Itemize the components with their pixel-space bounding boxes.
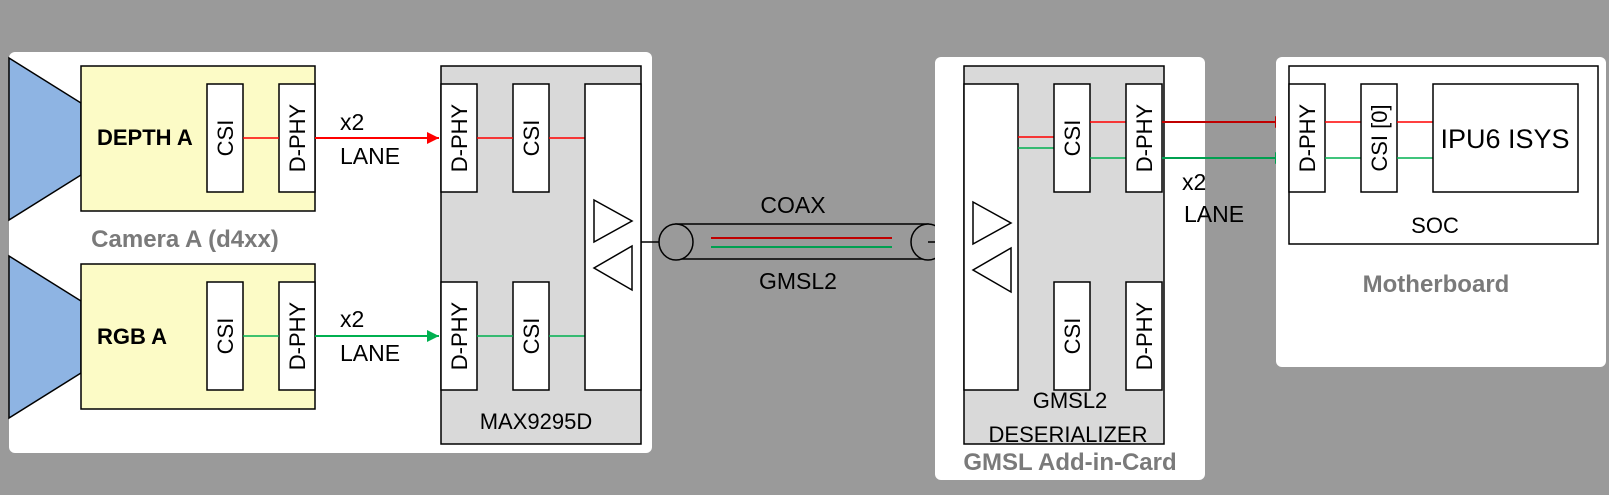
coax-left-end bbox=[658, 223, 694, 261]
des-rx-triangle-icon bbox=[972, 200, 1013, 246]
soc-csi-label: CSI [0] bbox=[1367, 104, 1392, 171]
des-top-dphy-label: D-PHY bbox=[1132, 103, 1157, 172]
depth-module: DEPTH A CSI D-PHY bbox=[8, 56, 316, 222]
rgb-csi-label: CSI bbox=[213, 318, 238, 355]
coax-body bbox=[675, 223, 929, 260]
des-rxtx-block bbox=[963, 83, 1019, 391]
soc-lane-count: x2 bbox=[1182, 169, 1206, 195]
depth-sensor-label: DEPTH A bbox=[97, 125, 193, 150]
ser-tx-triangle-icon bbox=[593, 198, 634, 244]
soc-dphy-block bbox=[1288, 83, 1326, 193]
depth-dphy-label: D-PHY bbox=[285, 103, 310, 172]
rgb-dphy-label: D-PHY bbox=[285, 301, 310, 370]
des-bottom-csi-block bbox=[1053, 281, 1091, 391]
rgb-lane-count: x2 bbox=[340, 306, 364, 332]
ser-bottom-csi-block bbox=[512, 281, 550, 391]
rgb-sensor-label: RGB A bbox=[97, 324, 167, 349]
coax-top-label: COAX bbox=[760, 192, 825, 218]
camera-title: Camera A (d4xx) bbox=[91, 226, 279, 253]
soc-csi-block bbox=[1360, 83, 1398, 193]
depth-dphy-block bbox=[278, 83, 316, 193]
depth-lane-word: LANE bbox=[340, 143, 400, 169]
des-top-dphy-block bbox=[1125, 83, 1163, 193]
motherboard-title: Motherboard bbox=[1363, 271, 1510, 298]
deserializer-label-line2: DESERIALIZER bbox=[989, 422, 1148, 447]
des-bottom-dphy-label: D-PHY bbox=[1132, 301, 1157, 370]
des-top-csi-label: CSI bbox=[1060, 120, 1085, 157]
deserializer-label-line1: GMSL2 bbox=[1033, 388, 1108, 413]
depth-lane-count: x2 bbox=[340, 109, 364, 135]
rgb-lane-word: LANE bbox=[340, 340, 400, 366]
ser-top-csi-block bbox=[512, 83, 550, 193]
ser-bottom-dphy-block bbox=[440, 281, 478, 391]
coax-cable: COAX GMSL2 bbox=[641, 192, 964, 294]
addin-card-panel: CSI D-PHY CSI D-PHY GMSL2 DESERIALIZER G… bbox=[935, 57, 1205, 480]
coax-bottom-label: GMSL2 bbox=[759, 268, 837, 294]
soc-lanes: x2 LANE bbox=[1162, 116, 1287, 227]
depth-csi-label: CSI bbox=[213, 120, 238, 157]
soc-dphy-label: D-PHY bbox=[1295, 103, 1320, 172]
ser-rx-triangle-icon bbox=[592, 244, 633, 292]
ser-bottom-dphy-label: D-PHY bbox=[447, 301, 472, 370]
rgb-module: RGB A CSI D-PHY bbox=[8, 254, 316, 420]
addin-card-title: GMSL Add-in-Card bbox=[963, 449, 1176, 476]
des-bottom-csi-label: CSI bbox=[1060, 318, 1085, 355]
des-top-csi-block bbox=[1053, 83, 1091, 193]
soc-label: SOC bbox=[1411, 213, 1459, 238]
serializer-label: MAX9295D bbox=[480, 409, 593, 434]
des-tx-triangle-icon bbox=[971, 246, 1012, 294]
serializer-chip: D-PHY CSI D-PHY CSI MAX9295D bbox=[440, 65, 642, 445]
rgb-dphy-block bbox=[278, 281, 316, 391]
ser-top-dphy-label: D-PHY bbox=[447, 103, 472, 172]
soc-lane-word: LANE bbox=[1184, 201, 1244, 227]
camera-lanes: x2 LANE x2 LANE bbox=[315, 109, 439, 366]
des-bottom-dphy-block bbox=[1125, 281, 1163, 391]
isys-block bbox=[1432, 83, 1579, 193]
motherboard-panel: D-PHY CSI [0] IPU6 ISYS SOC Motherboard bbox=[1276, 57, 1606, 367]
isys-label: IPU6 ISYS bbox=[1440, 124, 1569, 154]
ser-top-csi-label: CSI bbox=[519, 120, 544, 157]
ser-bottom-csi-label: CSI bbox=[519, 318, 544, 355]
rgb-csi-block bbox=[206, 281, 244, 391]
